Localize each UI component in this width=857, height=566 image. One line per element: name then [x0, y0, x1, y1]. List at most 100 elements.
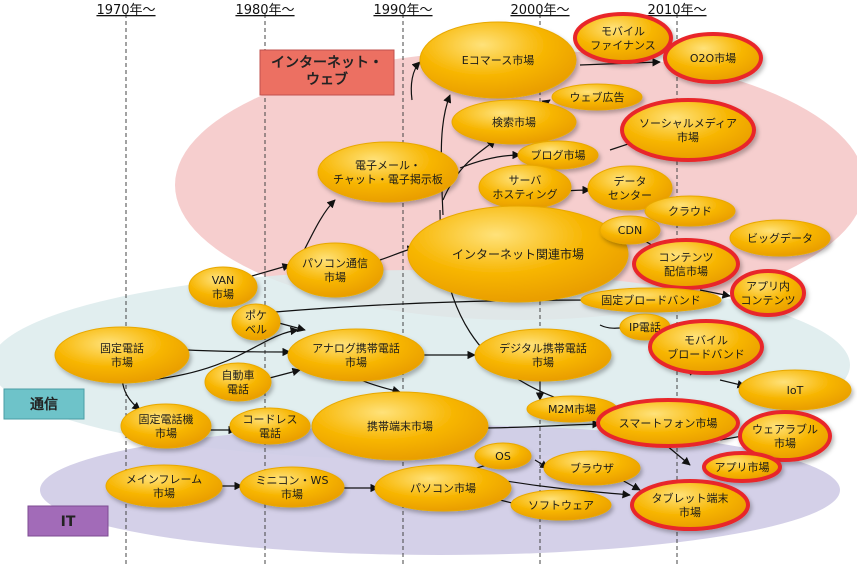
node-shape	[632, 238, 740, 290]
node-shape	[599, 215, 661, 245]
node-label: ブログ市場	[531, 148, 586, 162]
node-web-ads: ウェブ広告	[551, 83, 643, 111]
node-blog: ブログ市場	[517, 140, 599, 170]
node-shape	[287, 328, 425, 382]
node-shape	[644, 195, 736, 227]
market-nodes: Eコマース市場モバイルファイナンスO2O市場ウェブ広告検索市場ソーシャルメディア…	[54, 12, 852, 531]
node-label: 固定電話機市場	[139, 412, 194, 440]
node-social-media: ソーシャルメディア市場	[620, 98, 756, 162]
node-shape	[663, 32, 763, 84]
node-tablet: タブレット端末市場	[630, 479, 750, 531]
node-shape	[510, 489, 612, 521]
svg-text:IT: IT	[61, 514, 76, 530]
node-label: IP電話	[629, 320, 661, 334]
node-shape	[239, 466, 345, 508]
node-label: クラウド	[668, 205, 712, 218]
node-label: インターネット関連市場	[452, 246, 584, 261]
node-software: ソフトウェア	[510, 489, 612, 521]
domain-label-internet: インターネット・ウェブ	[259, 49, 395, 96]
node-label: コードレス電話	[243, 413, 298, 440]
node-iot: IoT	[738, 369, 852, 411]
node-pager: ポケベル	[231, 303, 281, 341]
node-ecommerce: Eコマース市場	[419, 21, 577, 99]
node-pc: パソコン市場	[374, 464, 512, 512]
node-shape	[587, 165, 673, 211]
node-label: OS	[495, 450, 511, 463]
node-smartphone: スマートフォン市場	[596, 398, 740, 448]
node-shape	[229, 407, 311, 445]
node-label: パソコン市場	[410, 481, 476, 495]
era-1980: 1980年〜	[235, 3, 294, 18]
node-shape	[317, 141, 459, 203]
node-label: モバイルファイナンス	[590, 25, 656, 52]
node-shape	[630, 479, 750, 531]
node-shape	[374, 464, 512, 512]
node-cloud: クラウド	[644, 195, 736, 227]
node-internet-market: インターネット関連市場	[407, 205, 629, 303]
node-shape	[105, 464, 223, 508]
node-shape	[419, 21, 577, 99]
node-bigdata: ビッグデータ	[729, 219, 831, 257]
node-shape	[729, 219, 831, 257]
node-shape	[551, 83, 643, 111]
node-shape	[730, 269, 806, 317]
node-label: ビッグデータ	[747, 231, 813, 245]
era-labels: 1970年〜 1980年〜 1990年〜 2000年〜 2010年〜	[96, 3, 706, 18]
node-shape	[231, 303, 281, 341]
node-shape	[451, 99, 577, 145]
node-car-phone: 自動車電話	[204, 362, 272, 402]
node-shape	[738, 369, 852, 411]
node-mainframe: メインフレーム市場	[105, 464, 223, 508]
node-label: 携帯端末市場	[367, 419, 433, 433]
node-shape	[702, 451, 782, 483]
node-m2m: M2M市場	[526, 395, 618, 423]
svg-text:通信: 通信	[30, 396, 58, 413]
node-label: 電子メール・チャット・電子掲示板	[333, 159, 443, 186]
node-browser: ブラウザ	[543, 450, 641, 486]
node-label: スマートフォン市場	[619, 416, 718, 430]
node-shape	[543, 450, 641, 486]
node-label: ブラウザ	[570, 461, 614, 475]
node-label: 自動車電話	[222, 368, 255, 396]
node-shape	[738, 410, 832, 462]
node-label: Eコマース市場	[462, 53, 534, 67]
domain-label-it: IT	[27, 505, 109, 537]
node-label: アプリ市場	[715, 460, 770, 474]
node-shape	[517, 140, 599, 170]
node-shape	[188, 266, 258, 308]
era-1970: 1970年〜	[96, 3, 155, 18]
node-label: アプリ内コンテンツ	[741, 279, 796, 307]
node-label: ウェアラブル市場	[752, 422, 818, 450]
node-app-content: アプリ内コンテンツ	[730, 269, 806, 317]
era-1990: 1990年〜	[373, 3, 432, 18]
node-label: M2M市場	[548, 402, 596, 416]
node-label: モバイルブロードバンド	[667, 334, 745, 361]
node-datacenter: データセンター	[587, 165, 673, 211]
node-handset: 携帯端末市場	[311, 391, 489, 461]
node-label: ウェブ広告	[570, 90, 625, 104]
node-shape	[648, 319, 764, 375]
node-shape	[474, 442, 532, 470]
era-2010: 2010年〜	[647, 3, 706, 18]
node-wearable: ウェアラブル市場	[738, 410, 832, 462]
node-label: デジタル携帯電話市場	[499, 341, 587, 369]
node-label: 検索市場	[492, 115, 536, 129]
node-label: 固定電話市場	[100, 341, 144, 369]
node-fixed-broadband: 固定ブロードバンド	[580, 287, 722, 313]
node-shape	[580, 287, 722, 313]
node-shape	[54, 326, 190, 384]
node-label: ポケベル	[245, 309, 267, 336]
node-label: CDN	[618, 224, 642, 237]
node-label: パソコン通信市場	[302, 257, 368, 284]
node-label: 固定ブロードバンド	[601, 293, 701, 307]
node-shape	[120, 403, 212, 449]
node-label: IoT	[787, 384, 804, 397]
node-label: メインフレーム市場	[126, 473, 202, 500]
node-mobile-broadband: モバイルブロードバンド	[648, 319, 764, 375]
node-label: コンテンツ配信市場	[659, 251, 714, 278]
